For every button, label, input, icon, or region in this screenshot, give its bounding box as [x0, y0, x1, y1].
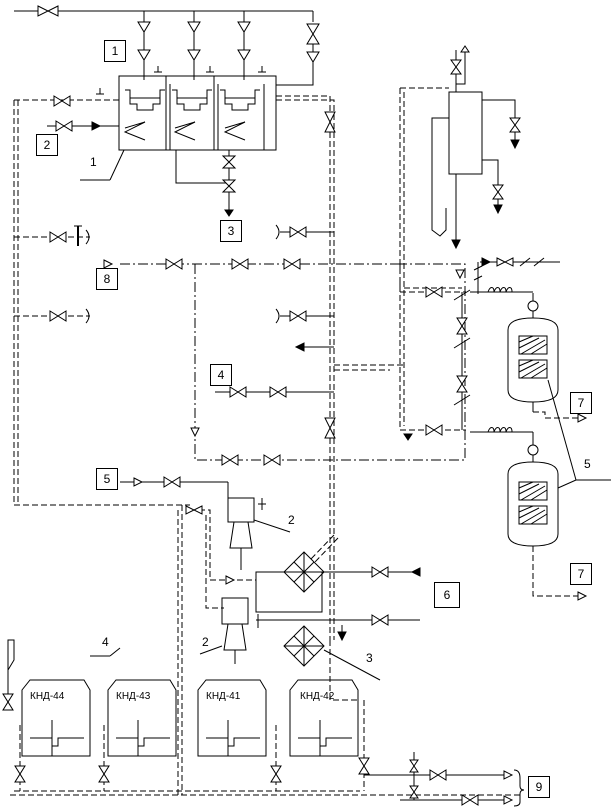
pump-lower [199, 597, 249, 664]
tank-collection-dashed [10, 700, 520, 796]
leader-label-4: 4 [102, 635, 109, 649]
line-8-network [120, 263, 466, 461]
line-5-pump-upper [120, 476, 291, 570]
line-8-valves [103, 258, 465, 466]
label-box-6: 6 [434, 582, 460, 608]
output-9-lines [364, 752, 525, 807]
label-box-2: 2 [36, 134, 58, 156]
filter-outlets [532, 411, 580, 597]
outlet-arrow-lower [577, 591, 588, 601]
tank-knd-43 [107, 679, 177, 757]
branch-valves-mid [215, 224, 334, 398]
lower-dashed-pipes [177, 505, 360, 795]
tank-knd-42 [289, 679, 359, 757]
filter-piping [470, 287, 533, 433]
top-feed-line [14, 5, 320, 86]
leader-label-5: 5 [584, 457, 591, 471]
column-dashed-lines [334, 87, 466, 431]
left-loop-valves [49, 95, 336, 439]
label-box-5: 5 [96, 468, 118, 490]
input-line-2 [47, 120, 119, 132]
filter-lower [507, 432, 559, 547]
label-box-1: 1 [104, 40, 126, 62]
right-column-equipment [431, 45, 521, 250]
tank-label-knd-43: КНД-43 [116, 691, 151, 702]
leader-label-3: 3 [366, 651, 373, 665]
outlet-arrow-upper [577, 413, 588, 423]
tank-knd-41 [197, 679, 267, 757]
tank-label-knd-42: КНД-42 [300, 691, 335, 702]
label-box-3: 3 [220, 220, 242, 242]
label-box-7-upper: 7 [570, 392, 592, 414]
heat-exchanger-lower [256, 614, 420, 681]
label-box-9: 9 [528, 776, 550, 798]
leader-lines [80, 149, 125, 657]
tank-label-knd-44: КНД-44 [30, 691, 65, 702]
heat-exchanger-upper [255, 551, 421, 613]
column-valves [403, 286, 471, 441]
main-apparatus [96, 66, 277, 217]
leader-label-2-lower: 2 [202, 635, 209, 649]
label-box-7-lower: 7 [570, 563, 592, 585]
tank-label-knd-41: КНД-41 [206, 691, 241, 702]
label-box-4: 4 [210, 364, 232, 386]
leader-5 [547, 379, 611, 489]
leader-label-1: 1 [90, 155, 97, 169]
tank-drain-valves [2, 639, 370, 783]
label-box-8: 8 [96, 268, 118, 290]
pump-junction-valves [185, 505, 236, 585]
left-dashed-loop [13, 95, 335, 640]
filter-upper [507, 293, 559, 412]
leader-label-2-upper: 2 [288, 513, 295, 527]
tank-knd-44 [21, 679, 91, 757]
top-right-incoming [473, 257, 560, 294]
